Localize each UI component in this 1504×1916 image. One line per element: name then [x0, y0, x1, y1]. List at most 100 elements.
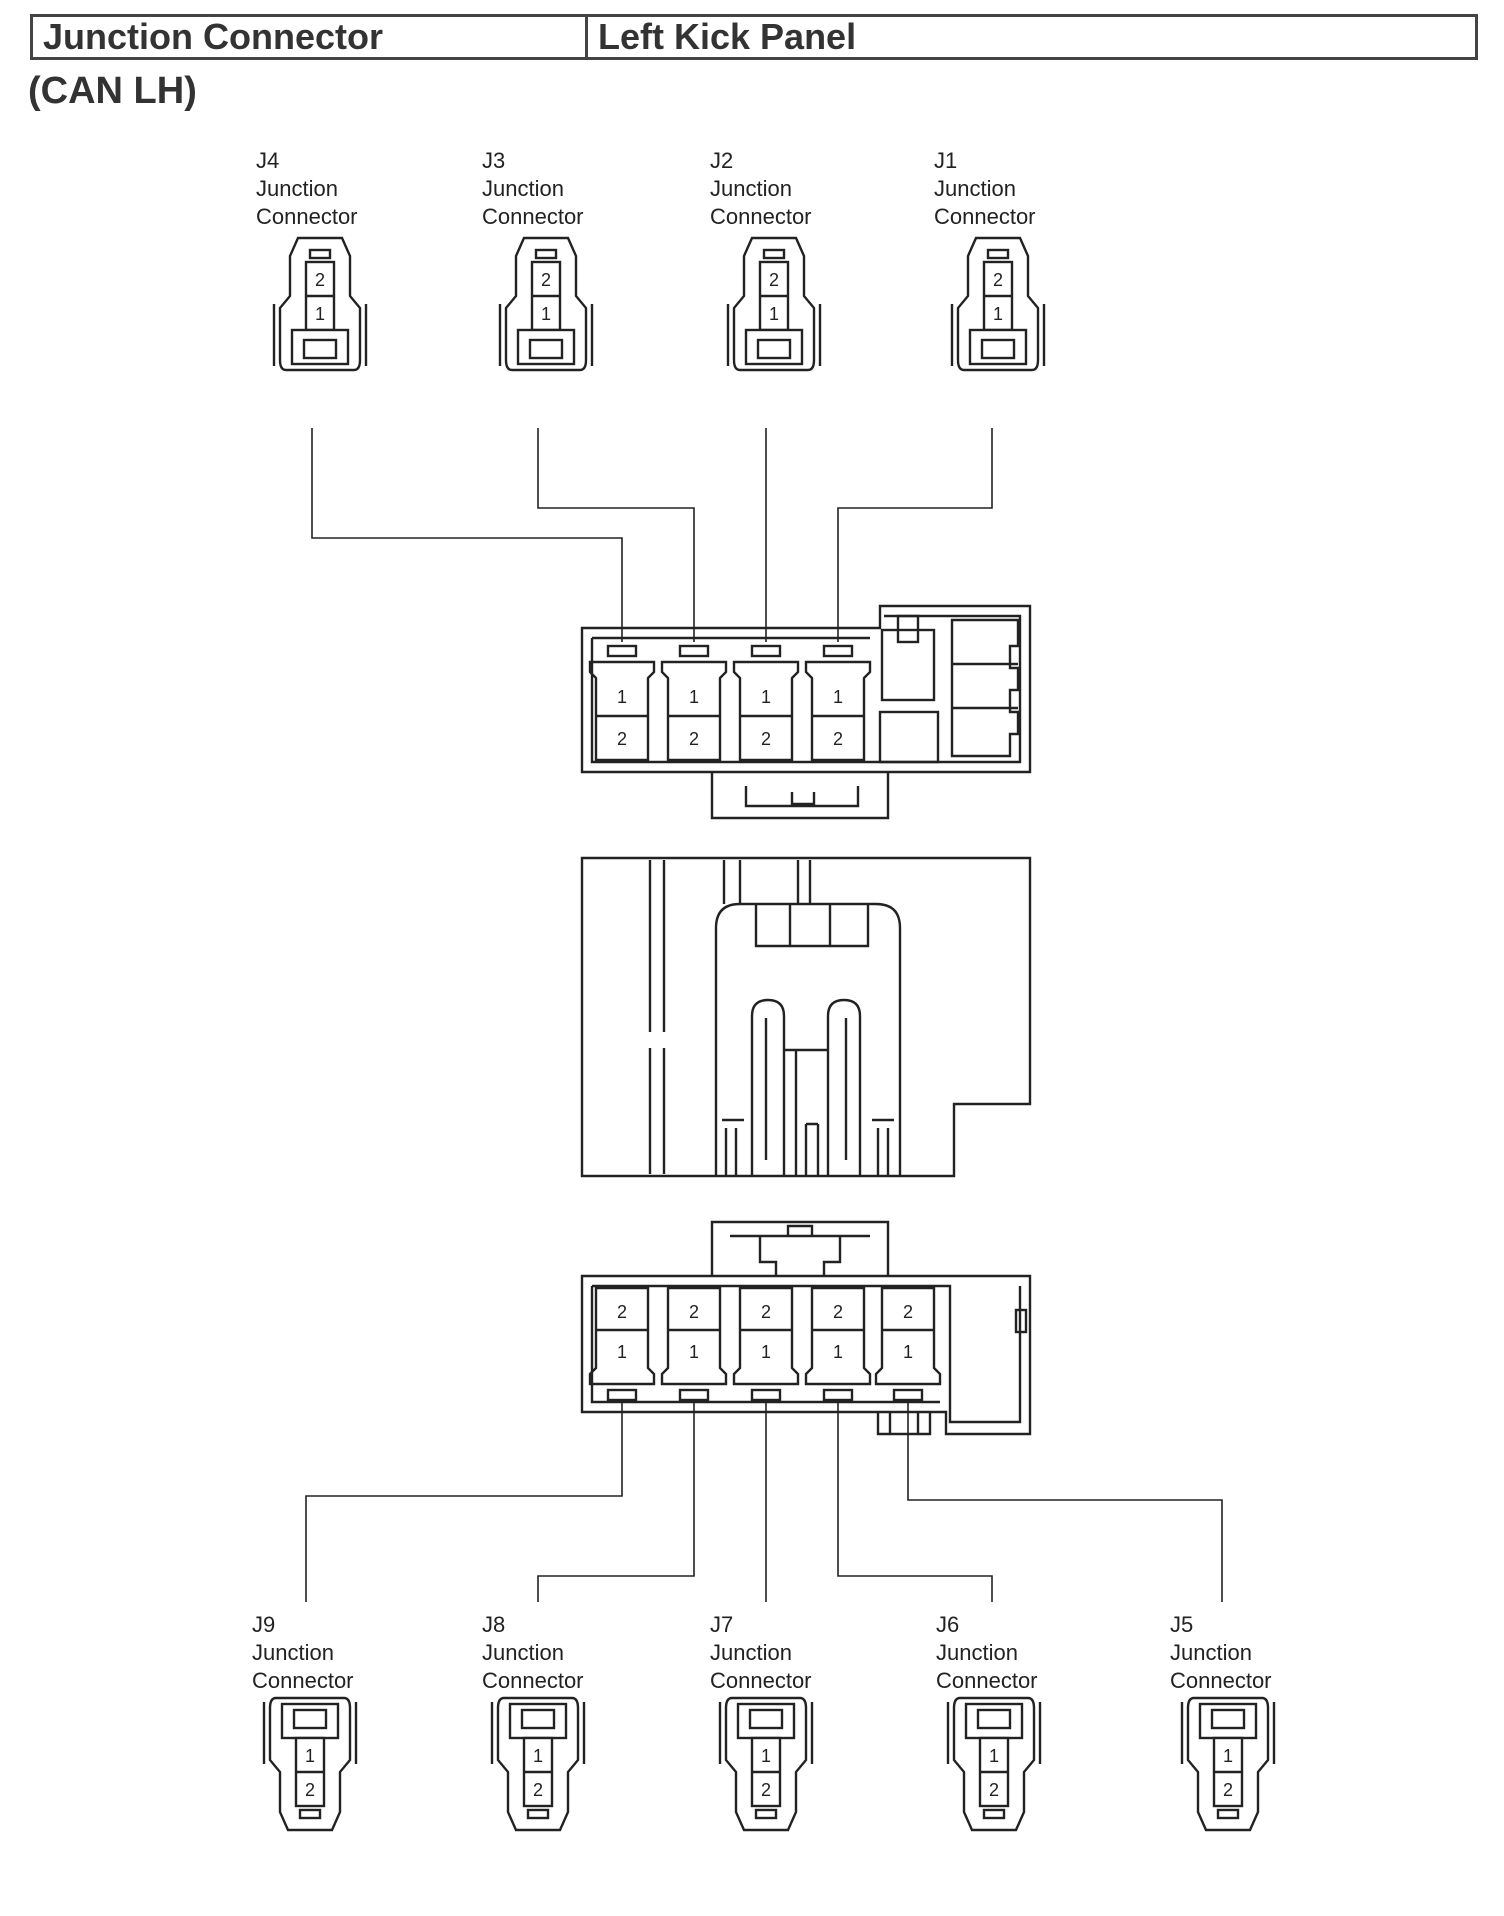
- pin-number: 1: [903, 1342, 913, 1362]
- wire-path: [907, 1402, 1223, 1602]
- pin-number: 2: [761, 1780, 771, 1800]
- terminal-slot: [892, 1388, 924, 1402]
- pin-number: 1: [689, 687, 699, 707]
- connector-label-line2: Connector: [482, 204, 584, 229]
- connector-label-line1: Junction: [936, 1640, 1018, 1665]
- block-outline: [580, 1274, 1032, 1436]
- cavity: [732, 1286, 800, 1386]
- pin-number: 1: [833, 1342, 843, 1362]
- pin-number: 1: [1223, 1746, 1233, 1766]
- plug-tab: [982, 1808, 1006, 1820]
- plug-side-rails: [718, 1702, 814, 1764]
- cavity: [588, 660, 656, 762]
- connector-id: J6: [936, 1612, 959, 1637]
- pin-number: 2: [617, 729, 627, 749]
- pin-number: 1: [761, 1746, 771, 1766]
- connector-label-line2: Connector: [936, 1668, 1038, 1693]
- latch-window: [1210, 1708, 1246, 1730]
- plug-body: 12: [1180, 1696, 1276, 1832]
- plug-tab: [534, 248, 558, 260]
- wires: [305, 428, 1223, 1602]
- pin-number: 1: [533, 1746, 543, 1766]
- pin-number: 1: [761, 1342, 771, 1362]
- block-outline: [580, 604, 1032, 774]
- connector-id: J8: [482, 1612, 505, 1637]
- connector-id: J5: [1170, 1612, 1193, 1637]
- center-key: [784, 1048, 828, 1176]
- plug-side-rails: [946, 1702, 1042, 1764]
- header-bar: Junction Connector Left Kick Panel: [30, 14, 1478, 60]
- plug-tab: [754, 1808, 778, 1820]
- pin-number: 2: [1223, 1780, 1233, 1800]
- header-right-title: Left Kick Panel: [598, 16, 857, 57]
- plug-side-rails: [1180, 1702, 1276, 1764]
- connector-id: J2: [710, 148, 733, 173]
- latch-window: [980, 338, 1016, 360]
- pin-number: 2: [689, 729, 699, 749]
- pin-number: 1: [689, 1342, 699, 1362]
- connector-id: J9: [252, 1612, 275, 1637]
- housing: [714, 902, 902, 1176]
- wire-path: [837, 428, 993, 642]
- connector-label-line2: Connector: [1170, 1668, 1272, 1693]
- pin-number: 1: [541, 304, 551, 324]
- connector-id: J1: [934, 148, 957, 173]
- aux-tab: [896, 614, 920, 644]
- connector-label-line2: Connector: [710, 1668, 812, 1693]
- pin-number: 1: [833, 687, 843, 707]
- terminal-slot: [678, 644, 710, 658]
- pin-number: 2: [541, 270, 551, 290]
- plug-body: 12: [718, 1696, 814, 1832]
- connector-label-line1: Junction: [934, 176, 1016, 201]
- connector-label-line1: Junction: [252, 1640, 334, 1665]
- latch-left: [750, 998, 786, 1176]
- plug-body: 21: [272, 236, 368, 372]
- plug-outline: [724, 1696, 808, 1832]
- plug-body: 12: [490, 1696, 586, 1832]
- plug-tab: [526, 1808, 550, 1820]
- plug-tab: [298, 1808, 322, 1820]
- wire-path: [537, 1402, 695, 1602]
- plug-side-rails: [726, 304, 822, 366]
- pin-number: 2: [315, 270, 325, 290]
- plug-side-rails: [498, 304, 594, 366]
- latch-window: [528, 338, 564, 360]
- pin-number: 2: [689, 1302, 699, 1322]
- pin-number: 1: [617, 1342, 627, 1362]
- plug-body: 21: [498, 236, 594, 372]
- housing-top: [754, 904, 870, 948]
- terminal-slot: [606, 644, 638, 658]
- pin-number: 2: [903, 1302, 913, 1322]
- connector-label-line1: Junction: [482, 176, 564, 201]
- cavity: [660, 660, 728, 762]
- block-inner-outline: [590, 1284, 1022, 1424]
- block-lock: [710, 772, 890, 820]
- pin-number: 1: [761, 687, 771, 707]
- cavity: [732, 660, 800, 762]
- connector-id: J3: [482, 148, 505, 173]
- aux-cavity: [880, 628, 936, 702]
- foot-tabs: [876, 1412, 932, 1436]
- plug-side-rails: [262, 1702, 358, 1764]
- cavity: [804, 660, 872, 762]
- pin-number: 1: [993, 304, 1003, 324]
- plug-body: 12: [946, 1696, 1042, 1832]
- side-posts: [722, 860, 812, 904]
- pin-number: 1: [617, 687, 627, 707]
- plug-outline: [496, 1696, 580, 1832]
- plug-tab: [986, 248, 1010, 260]
- terminal-slot: [606, 1388, 638, 1402]
- block-inner-outline: [590, 614, 1022, 764]
- connector-label-line2: Connector: [934, 204, 1036, 229]
- cavity: [804, 1286, 872, 1386]
- plug-outline: [956, 236, 1040, 372]
- feet: [722, 1118, 894, 1176]
- pin-number: 2: [761, 729, 771, 749]
